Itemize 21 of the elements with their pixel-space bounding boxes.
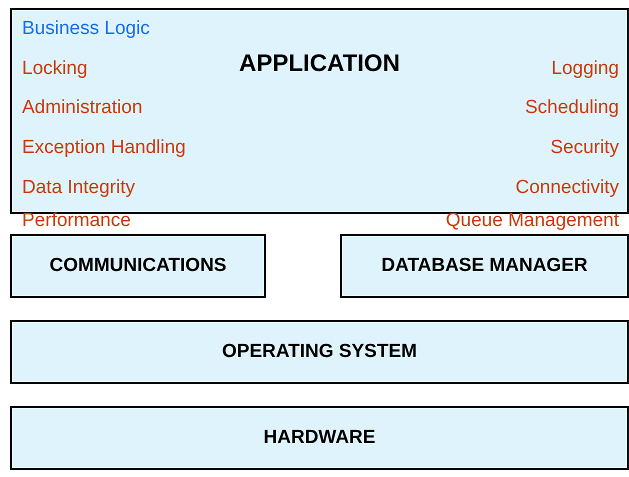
layer-box bbox=[10, 320, 629, 384]
layer-title: HARDWARE bbox=[264, 427, 376, 449]
function-label: Data Integrity bbox=[22, 177, 135, 199]
layer-box bbox=[10, 406, 629, 470]
function-label: Performance bbox=[22, 210, 131, 232]
function-label: Locking bbox=[22, 58, 88, 80]
function-label: Queue Management bbox=[446, 210, 619, 232]
layer-title: OPERATING SYSTEM bbox=[222, 341, 417, 363]
function-label: Security bbox=[550, 137, 619, 159]
function-label: Logging bbox=[551, 58, 619, 80]
function-label: Scheduling bbox=[524, 97, 619, 119]
function-label: Exception Handling bbox=[22, 137, 186, 159]
layer-box bbox=[340, 234, 629, 298]
layer-title: DATABASE MANAGER bbox=[381, 255, 588, 277]
function-label: Business Logic bbox=[22, 18, 150, 40]
function-label: Administration bbox=[22, 97, 142, 119]
layer-title: COMMUNICATIONS bbox=[50, 255, 226, 277]
layer-box bbox=[10, 234, 266, 298]
function-label: Connectivity bbox=[516, 177, 619, 199]
layer-title: APPLICATION bbox=[239, 50, 400, 78]
layer-panel bbox=[10, 8, 629, 214]
